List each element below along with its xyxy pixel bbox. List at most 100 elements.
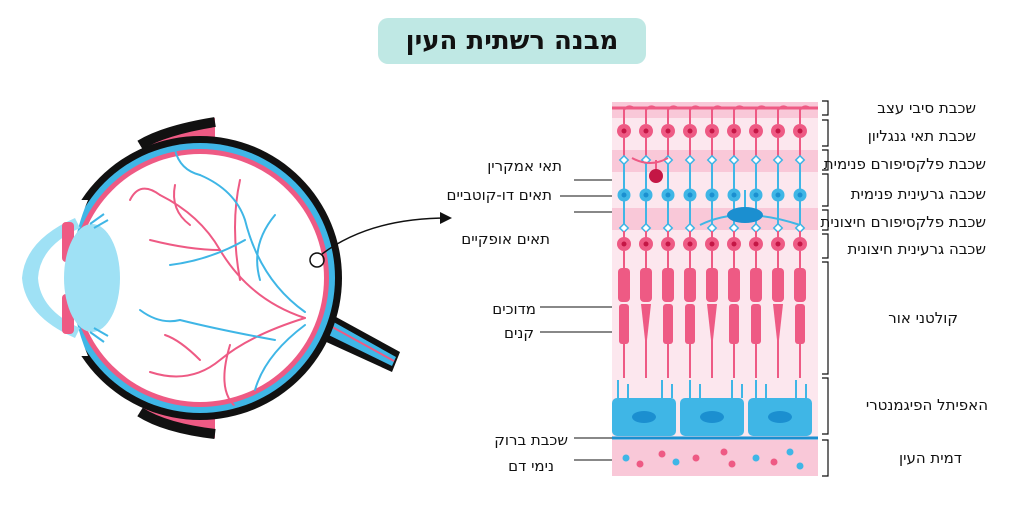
- synapse: [772, 154, 784, 166]
- label-outer-nuclear: שכבה גרעינית חיצונית: [847, 240, 986, 258]
- callout-arrow: [440, 212, 452, 224]
- synapse: [772, 222, 784, 234]
- label-photoreceptors: קולטני אור: [888, 309, 958, 327]
- bipolar-nucleus: [775, 192, 781, 198]
- pigment-epithelium: [612, 380, 812, 436]
- synapse: [618, 222, 630, 234]
- cornea: [22, 218, 80, 338]
- lens: [64, 224, 120, 332]
- synapse: [706, 222, 718, 234]
- label-horizontal-cells: תאים אופקיים: [461, 230, 550, 248]
- rod-outer-segment: [663, 304, 673, 344]
- ganglion-nucleus: [643, 128, 649, 134]
- synapse: [750, 154, 762, 166]
- photoreceptor-inner: [731, 241, 737, 247]
- cone-outer-segment: [707, 304, 717, 340]
- label-outer-plexiform: שכבת פלקסיפורם חיצונית: [820, 213, 986, 231]
- label-choroid: דמית העין: [899, 449, 962, 467]
- bipolar-nucleus: [753, 192, 759, 198]
- photoreceptor-inner: [665, 241, 671, 247]
- cell-columns: [617, 105, 811, 378]
- ganglion-nucleus: [775, 128, 781, 134]
- cone-inner-segment: [706, 268, 718, 302]
- synapse: [684, 154, 696, 166]
- cone-inner-segment: [772, 268, 784, 302]
- axon-curve: [623, 105, 635, 111]
- amacrine-cell: [649, 169, 663, 183]
- axon-curve: [667, 105, 679, 111]
- label-pointers: [540, 179, 612, 461]
- synapse: [662, 154, 674, 166]
- ganglion-nucleus: [797, 128, 803, 134]
- ganglion-nucleus: [709, 128, 715, 134]
- rod-inner-segment: [794, 268, 806, 302]
- synapse: [684, 222, 696, 234]
- bipolar-nucleus: [709, 192, 715, 198]
- cone-outer-segment: [773, 304, 783, 340]
- axon-curve: [799, 105, 811, 111]
- retinal-vessels: [129, 149, 306, 410]
- ganglion-nucleus: [753, 128, 759, 134]
- ganglion-nucleus: [621, 128, 627, 134]
- bipolar-nucleus: [665, 192, 671, 198]
- synapse: [728, 222, 740, 234]
- rod-inner-segment: [750, 268, 762, 302]
- ganglion-nucleus: [731, 128, 737, 134]
- axon-curve: [711, 105, 723, 111]
- retina-layers: [540, 100, 829, 477]
- label-inner-plexiform: שכבת פלקסיפורם פנימית: [823, 155, 986, 173]
- layer-brackets: [822, 100, 829, 477]
- label-amacrine-cells: תאי אמקרין: [487, 157, 562, 175]
- axon-curve: [777, 105, 789, 111]
- rod-inner-segment: [684, 268, 696, 302]
- label-cones: מדוכים: [492, 300, 536, 318]
- axon-curve: [733, 105, 745, 111]
- synapse: [750, 222, 762, 234]
- photoreceptor-inner: [753, 241, 759, 247]
- rod-outer-segment: [619, 304, 629, 344]
- rod-outer-segment: [729, 304, 739, 344]
- label-bruch-membrane: שכבת ברוק: [494, 431, 568, 449]
- rod-outer-segment: [685, 304, 695, 344]
- photoreceptor-inner: [643, 241, 649, 247]
- cone-outer-segment: [641, 304, 651, 340]
- label-ganglion-layer: שכבת תאי גנגליון: [867, 127, 976, 145]
- synapse: [662, 222, 674, 234]
- bipolar-nucleus: [643, 192, 649, 198]
- label-bipolar-cells: תאים דו-קוטביים: [446, 186, 552, 204]
- synapse: [794, 222, 806, 234]
- rod-inner-segment: [662, 268, 674, 302]
- label-nerve-fiber-layer: שכבת סיבי עצב: [877, 99, 976, 117]
- rod-inner-segment: [618, 268, 630, 302]
- eye-illustration: [22, 117, 452, 439]
- zoom-circle: [309, 252, 325, 268]
- label-blood-capillaries: נימי דם: [508, 457, 554, 475]
- page-title: מבנה רשתית העין: [378, 18, 646, 64]
- synapse: [618, 154, 630, 166]
- ganglion-nucleus: [665, 128, 671, 134]
- axon-curve: [689, 105, 701, 111]
- label-pigment-epithelium: האפיתל הפיגמנטרי: [865, 396, 988, 414]
- bipolar-nucleus: [687, 192, 693, 198]
- callout-line: [321, 217, 449, 255]
- photoreceptor-inner: [797, 241, 803, 247]
- synapse: [706, 154, 718, 166]
- bipolar-nucleus: [731, 192, 737, 198]
- rod-inner-segment: [728, 268, 740, 302]
- synapse: [794, 154, 806, 166]
- photoreceptor-inner: [775, 241, 781, 247]
- axon-curve: [645, 105, 657, 111]
- bipolar-nucleus: [621, 192, 627, 198]
- synapse: [728, 154, 740, 166]
- photoreceptor-inner: [687, 241, 693, 247]
- photoreceptor-inner: [621, 241, 627, 247]
- synapse: [640, 222, 652, 234]
- bipolar-nucleus: [797, 192, 803, 198]
- rod-outer-segment: [795, 304, 805, 344]
- horizontal-cell: [727, 207, 763, 223]
- label-rods: קנים: [504, 324, 534, 342]
- vitreous-body: [76, 154, 324, 402]
- axon-curve: [755, 105, 767, 111]
- photoreceptor-inner: [709, 241, 715, 247]
